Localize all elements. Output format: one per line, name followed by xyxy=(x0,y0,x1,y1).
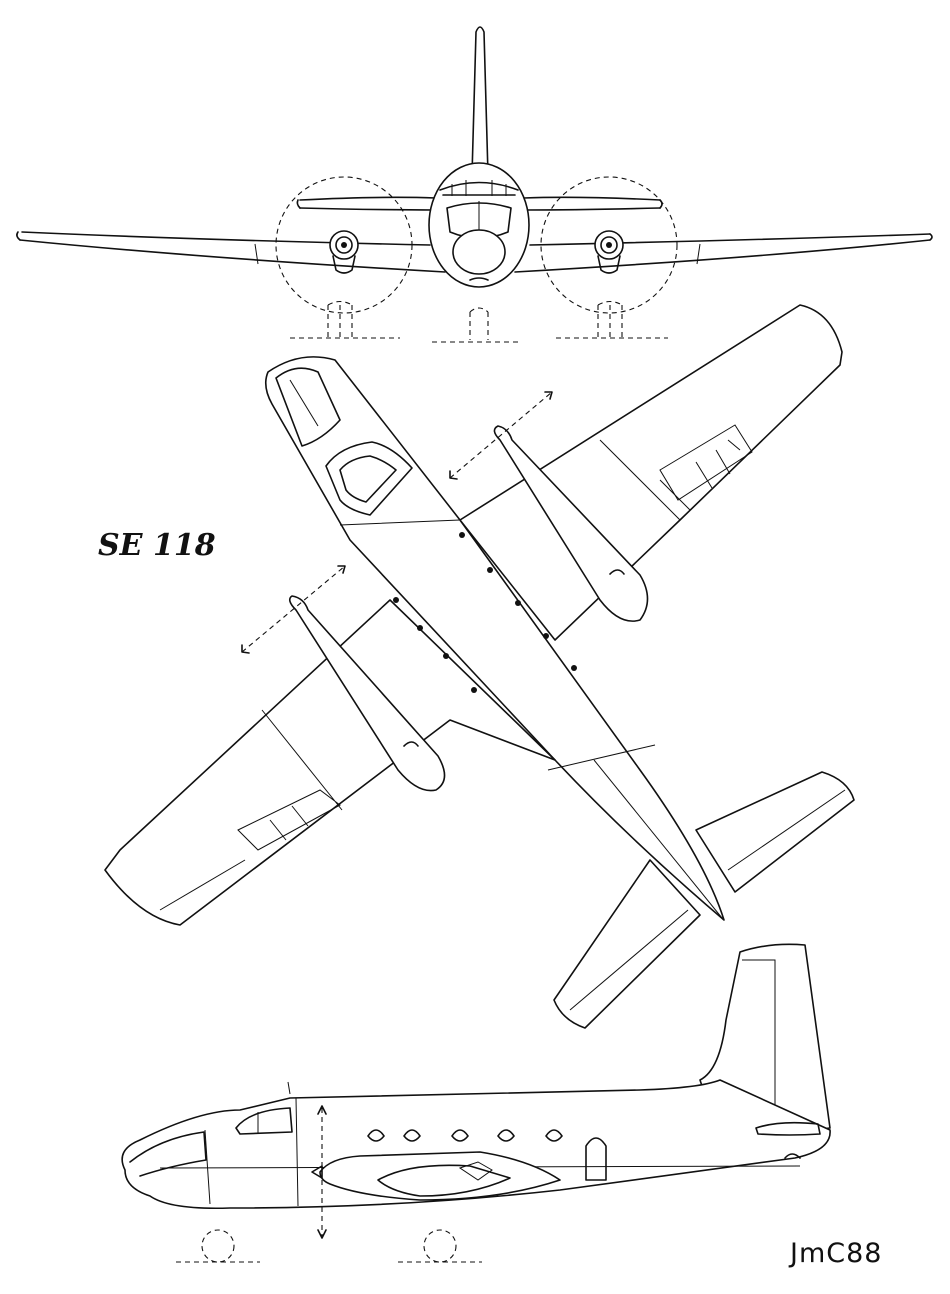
artist-signature: JmC88 xyxy=(790,1238,883,1269)
porthole-markers xyxy=(393,532,577,693)
aircraft-designation: SE 118 xyxy=(98,528,216,563)
front-view xyxy=(16,26,933,343)
plan-view xyxy=(104,304,855,1029)
side-view xyxy=(121,943,831,1263)
